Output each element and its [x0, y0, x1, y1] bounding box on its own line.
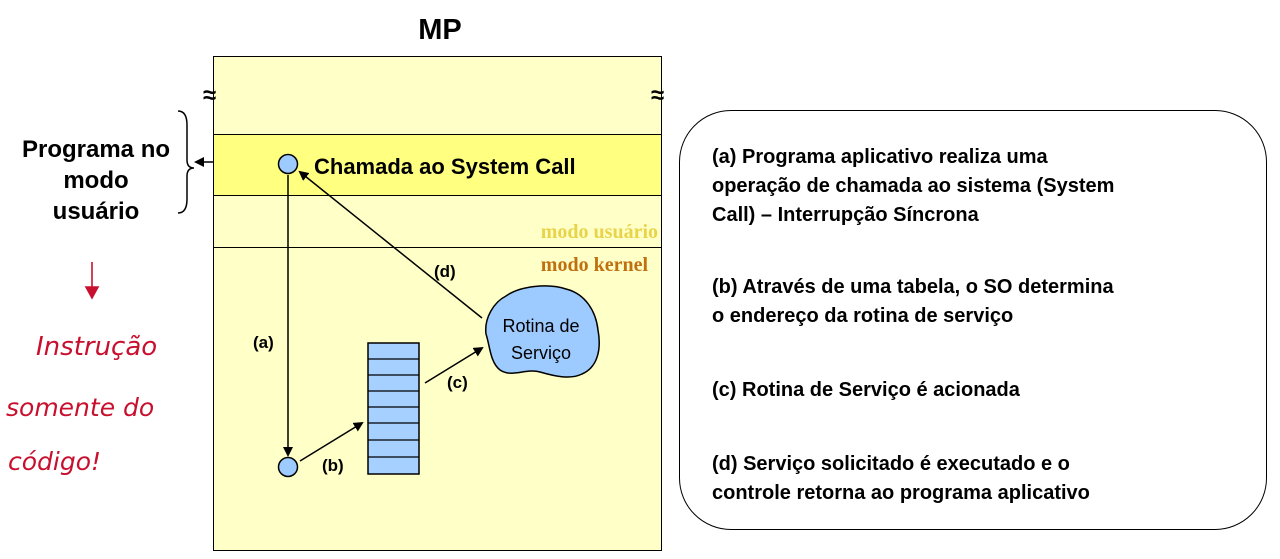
legend-d-line1: (d) Serviço solicitado é executado e o — [712, 453, 1070, 475]
user-program-line1: Programa no — [21, 136, 171, 163]
mode-divider — [214, 247, 661, 248]
mode-kernel-label: modo kernel — [540, 254, 648, 276]
syscall-label: Chamada ao System Call — [314, 154, 576, 179]
step-b-label: (b) — [322, 456, 344, 475]
diagram-title: MP — [418, 14, 462, 46]
user-program-line3: usuário — [52, 198, 140, 225]
legend-a-line1: (a) Programa aplicativo realiza uma — [712, 146, 1048, 168]
service-routine-line2: Serviço — [510, 343, 572, 363]
legend-item-a: (a) Programa aplicativo realiza uma oper… — [712, 143, 1252, 230]
legend-item-c: (c) Rotina de Serviço é acionada — [712, 376, 1252, 405]
legend-a-line2: operação de chamada ao sistema (System — [712, 175, 1115, 197]
step-c-label: (c) — [447, 373, 468, 392]
legend-a-line3: Call) – Interrupção Síncrona — [712, 204, 979, 226]
wave-marker-left: ≈ — [203, 82, 217, 109]
table-lookup-point-circle — [277, 456, 299, 478]
legend-c-line1: (c) Rotina de Serviço é acionada — [712, 379, 1020, 401]
user-program-brace — [177, 110, 195, 214]
legend-box — [679, 110, 1267, 530]
mode-user-label: modo usuário — [540, 221, 658, 243]
svg-text:somente do: somente do — [6, 393, 154, 422]
svg-text:código!: código! — [8, 447, 101, 476]
arrow-b — [299, 421, 364, 462]
service-routine-blob — [485, 285, 600, 378]
legend-b-line1: (b) Através de uma tabela, o SO determin… — [712, 276, 1114, 298]
svg-text:Instrução: Instrução — [36, 332, 157, 362]
user-program-line2: modo — [63, 167, 129, 194]
user-program-label: Programa no modo usuário — [0, 134, 192, 227]
arrow-d — [298, 170, 483, 319]
handwritten-annotation — [84, 262, 100, 300]
legend-item-d: (d) Serviço solicitado é executado e o c… — [712, 450, 1252, 508]
step-a-label: (a) — [253, 333, 274, 352]
legend-b-line2: o endereço da rotina de serviço — [712, 305, 1014, 327]
step-d-label: (d) — [434, 262, 456, 281]
wave-marker-right: ≈ — [651, 82, 665, 109]
legend-item-b: (b) Através de uma tabela, o SO determin… — [712, 273, 1252, 331]
service-routine-line1: Rotina de — [502, 316, 580, 336]
syscall-point-circle — [277, 153, 299, 175]
handwritten-text: Instrução somente do código! — [6, 332, 157, 476]
arrow-c — [424, 346, 484, 384]
legend-d-line2: controle retorna ao programa aplicativo — [712, 482, 1090, 504]
service-table — [367, 342, 420, 475]
service-routine-label: Rotina de Serviço — [480, 313, 602, 367]
